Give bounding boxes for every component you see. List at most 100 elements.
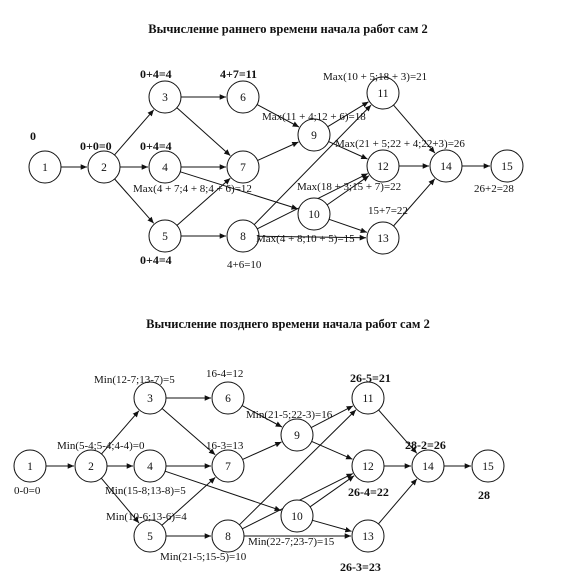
late-node-15-label: 15 [482, 461, 494, 473]
early-edge-3-7 [176, 107, 231, 156]
title-early: Вычисление раннего времени начала работ … [148, 22, 428, 36]
late-node-14-circle [411, 449, 445, 483]
early-node-13-circle [366, 221, 400, 255]
early-edge-11-14 [393, 104, 436, 154]
early-node-8-label: 8 [240, 231, 246, 243]
late-node-14-label: 14 [422, 461, 434, 473]
early-node-12-circle [366, 149, 400, 183]
late-annotation-14: 26-3=23 [340, 560, 381, 574]
late-node-1-label: 1 [27, 461, 33, 473]
early-node-2-circle [87, 150, 121, 184]
late-annotation-2: 26-5=21 [350, 371, 391, 385]
early-edge-2-3 [114, 109, 155, 156]
late-node-3-label: 3 [147, 393, 153, 405]
late-edge-6-9 [241, 405, 283, 428]
late-node-7-circle [211, 449, 245, 483]
late-edge-9-12 [311, 440, 353, 460]
early-edge-10-13 [328, 218, 368, 233]
late-edge-10-13 [312, 519, 352, 533]
late-node-5-label: 5 [147, 531, 153, 543]
early-edge-7-9 [257, 141, 299, 161]
late-annotation-13: Min(21-5;15-5)=10 [160, 551, 247, 563]
early-node-4-label: 4 [162, 162, 168, 174]
early-node-9-label: 9 [311, 130, 317, 142]
late-node-12-label: 12 [362, 461, 374, 473]
early-node-3-label: 3 [162, 92, 168, 104]
late-annotation-7: 0-0=0 [14, 485, 41, 497]
early-node-3-circle [148, 80, 182, 114]
early-edge-8-11 [253, 104, 372, 225]
late-node-13-label: 13 [362, 531, 374, 543]
late-node-11-label: 11 [362, 393, 373, 405]
early-node-10-label: 10 [308, 209, 320, 221]
late-edge-8-11 [239, 409, 357, 526]
late-edge-2-3 [101, 410, 140, 455]
early-node-5-circle [148, 219, 182, 253]
early-node-2-label: 2 [101, 162, 107, 174]
late-annotation-1: 16-4=12 [206, 368, 243, 380]
early-node-6-circle [226, 80, 260, 114]
early-annotation-9: Max(4 + 7;4 + 8;4 + 6)=12 [133, 183, 252, 195]
early-annotation-12: 26+2=28 [474, 183, 514, 195]
late-node-12-circle [351, 449, 385, 483]
early-node-15-circle [490, 149, 524, 183]
late-node-9-label: 9 [294, 430, 300, 442]
early-node-8-circle [226, 219, 260, 253]
early-node-4-circle [148, 150, 182, 184]
late-node-8-label: 8 [225, 531, 231, 543]
early-node-15-label: 15 [501, 161, 513, 173]
early-edge-8-13 [258, 234, 367, 241]
early-edge-13-14 [393, 178, 436, 227]
early-node-9-circle [297, 118, 331, 152]
early-node-14-label: 14 [440, 161, 452, 173]
late-edge-13-14 [378, 478, 418, 525]
late-annotation-8: Min(15-8;13-8)=5 [105, 485, 186, 497]
early-annotation-1: 0+0=0 [80, 139, 112, 153]
early-annotation-5: 0+4=4 [140, 253, 172, 267]
late-node-5-circle [133, 519, 167, 553]
late-edge-3-7 [161, 408, 216, 456]
early-node-5-label: 5 [162, 231, 168, 243]
early-annotation-8: Max(21 + 5;22 + 4;22+3)=26 [335, 138, 465, 150]
early-edge-5-7 [176, 177, 231, 226]
late-edge-10-12 [309, 475, 355, 508]
early-edge-4-10 [180, 171, 298, 210]
early-annotation-0: 0 [30, 129, 36, 143]
late-node-9-circle [280, 418, 314, 452]
early-annotation-10: Max(18 + 3;15 + 7)=22 [297, 181, 401, 193]
early-edge-9-11 [327, 101, 369, 128]
late-annotation-5: 16-3=13 [206, 440, 244, 452]
late-node-1-circle [13, 449, 47, 483]
early-node-11-circle [366, 76, 400, 110]
early-node-1-circle [28, 150, 62, 184]
early-node-10-circle [297, 197, 331, 231]
early-node-1-label: 1 [42, 162, 48, 174]
late-node-6-circle [211, 381, 245, 415]
late-node-7-label: 7 [225, 461, 231, 473]
late-annotation-12: Min(22-7;23-7)=15 [248, 536, 335, 548]
early-edge-6-9 [256, 104, 300, 128]
late-annotation-9: 26-4=22 [348, 485, 389, 499]
late-node-3-circle [133, 381, 167, 415]
early-edge-10-12 [326, 175, 370, 206]
late-node-2-circle [74, 449, 108, 483]
late-node-10-circle [280, 499, 314, 533]
early-node-7-label: 7 [240, 162, 246, 174]
late-annotation-6: 28-2=26 [405, 438, 446, 452]
late-edge-2-5 [100, 477, 140, 524]
late-node-11-circle [351, 381, 385, 415]
early-annotation-3: 4+7=11 [220, 67, 257, 81]
early-annotation-14: 4+6=10 [227, 259, 262, 271]
late-edge-5-7 [161, 477, 216, 526]
late-node-15-circle [471, 449, 505, 483]
late-edge-7-9 [242, 441, 282, 460]
late-node-6-label: 6 [225, 393, 231, 405]
late-edge-4-10 [164, 470, 282, 512]
late-node-8-circle [211, 519, 245, 553]
early-annotation-4: 0+4=4 [140, 139, 172, 153]
late-node-2-label: 2 [88, 461, 94, 473]
early-annotation-6: Max(10 + 5;18 + 3)=21 [323, 71, 427, 83]
title-late: Вычисление позднего времени начала работ… [146, 317, 430, 331]
early-annotation-11: 15+7=22 [368, 205, 408, 217]
